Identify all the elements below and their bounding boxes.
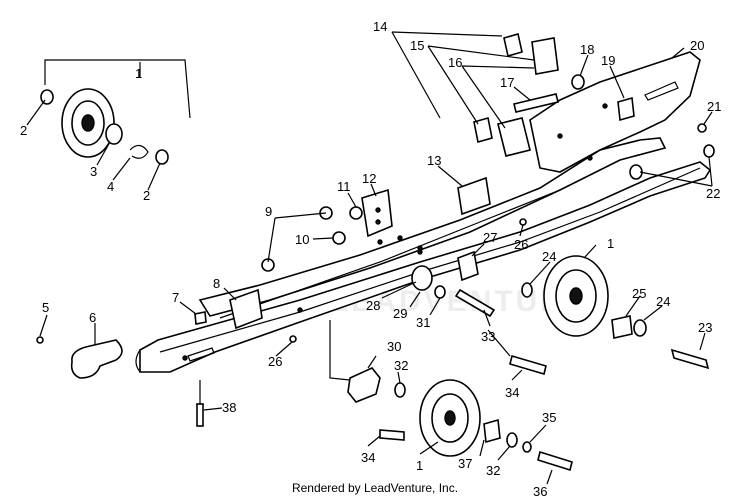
callout-label: 15 <box>410 38 424 53</box>
callout-label: 38 <box>222 400 236 415</box>
callout-label: 1 <box>135 66 142 81</box>
callout-label: 24 <box>656 294 670 309</box>
wheel-bottom <box>419 379 481 457</box>
callout-label: 30 <box>387 339 401 354</box>
callout-label: 12 <box>362 171 376 186</box>
callout-label: 1 <box>607 236 614 251</box>
callout-label: 26 <box>514 237 528 252</box>
callout-label: 17 <box>500 75 514 90</box>
callout-label: 37 <box>458 456 472 471</box>
callout-label: 23 <box>698 320 712 335</box>
callout-label: 27 <box>483 230 497 245</box>
callout-label: 36 <box>533 484 547 499</box>
callout-label: 7 <box>172 290 179 305</box>
footer-credit: Rendered by LeadVenture, Inc. <box>291 481 459 495</box>
callout-label: 32 <box>486 463 500 478</box>
callout-label: 26 <box>268 354 282 369</box>
leader-lines <box>26 31 713 485</box>
wheel-right <box>543 255 609 337</box>
callout-label: 6 <box>89 310 96 325</box>
callout-label: 35 <box>542 410 556 425</box>
callout-labels: 1 1 1 2 2 3 4 5 6 7 8 9 10 11 12 13 14 1… <box>20 19 721 499</box>
callout-label: 2 <box>143 188 150 203</box>
callout-label: 2 <box>20 123 27 138</box>
callout-label: 14 <box>373 19 387 34</box>
callout-label: 31 <box>416 315 430 330</box>
callout-label: 21 <box>707 99 721 114</box>
callout-label: 10 <box>295 232 309 247</box>
callout-label: 19 <box>601 53 615 68</box>
callout-label: 28 <box>366 298 380 313</box>
callout-label: 16 <box>448 55 462 70</box>
wheel-upper-left <box>61 88 115 158</box>
callout-label: 34 <box>361 450 375 465</box>
callout-label: 24 <box>542 249 556 264</box>
callout-label: 4 <box>107 179 114 194</box>
hardware <box>36 32 715 472</box>
callout-label: 3 <box>90 164 97 179</box>
callout-label: 5 <box>42 300 49 315</box>
callout-label: 22 <box>706 186 720 201</box>
rail-assembly <box>70 51 712 427</box>
callout-label: 20 <box>690 38 704 53</box>
callout-label: 18 <box>580 42 594 57</box>
callout-label: 11 <box>337 179 351 194</box>
callout-label: 29 <box>393 306 407 321</box>
callout-label: 1 <box>416 458 423 473</box>
callout-label: 13 <box>427 153 441 168</box>
callout-label: 33 <box>481 329 495 344</box>
callout-label: 25 <box>632 286 646 301</box>
callout-label: 8 <box>213 276 220 291</box>
callout-label: 9 <box>265 204 272 219</box>
callout-label: 34 <box>505 385 519 400</box>
callout-label: 32 <box>394 358 408 373</box>
